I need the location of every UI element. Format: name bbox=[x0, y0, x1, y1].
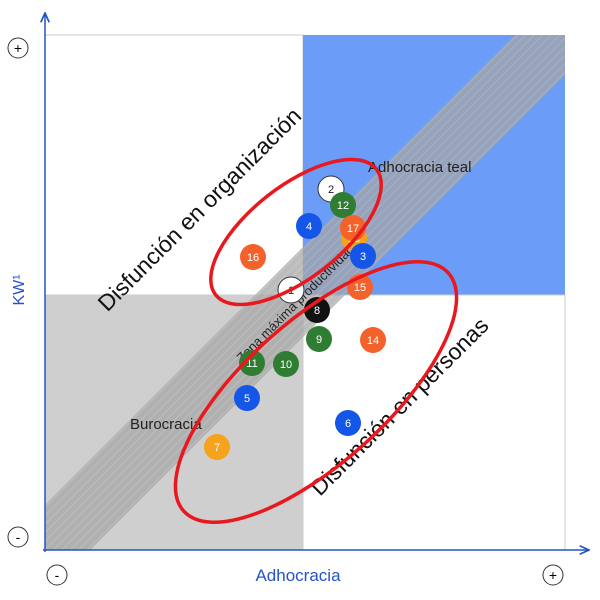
point-10-label: 10 bbox=[280, 359, 292, 371]
svg-text:-: - bbox=[16, 529, 21, 545]
svg-text:+: + bbox=[14, 40, 22, 56]
point-4-marker bbox=[296, 213, 322, 239]
points-layer: 7561110914164121312173158 bbox=[204, 175, 386, 460]
point-16-marker bbox=[240, 244, 266, 270]
point-14: 14 bbox=[360, 327, 386, 353]
x-max-sign: + bbox=[542, 564, 564, 586]
svg-text:-: - bbox=[55, 567, 60, 583]
x-axis-label: Adhocracia bbox=[255, 566, 341, 585]
label-burocracia: Burocracia bbox=[130, 416, 202, 433]
point-17-label: 17 bbox=[347, 223, 359, 235]
point-11-marker bbox=[239, 350, 265, 376]
point-15-label: 15 bbox=[354, 282, 366, 294]
point-5: 5 bbox=[234, 385, 260, 411]
point-7-marker bbox=[204, 434, 230, 460]
x-min-sign: - bbox=[46, 564, 68, 586]
point-2-label: 2 bbox=[328, 184, 334, 196]
point-11-label: 11 bbox=[246, 358, 257, 370]
point-3-marker bbox=[350, 243, 376, 269]
point-4-label: 4 bbox=[306, 221, 312, 233]
point-6-marker bbox=[335, 410, 361, 436]
svg-text:+: + bbox=[549, 567, 557, 583]
ellipse-organizacion bbox=[209, 157, 383, 307]
productivity-band bbox=[45, 35, 565, 550]
point-16-label: 16 bbox=[247, 252, 259, 264]
point-12-marker bbox=[330, 192, 356, 218]
point-6-label: 6 bbox=[345, 418, 351, 430]
point-9: 9 bbox=[306, 326, 332, 352]
ellipse-personas bbox=[173, 259, 459, 525]
point-11: 11 bbox=[239, 350, 265, 376]
point-12-label: 12 bbox=[337, 200, 349, 212]
point-12: 12 bbox=[330, 192, 356, 218]
point-9-marker bbox=[306, 326, 332, 352]
point-5-label: 5 bbox=[244, 393, 250, 405]
point-8-label: 8 bbox=[314, 305, 320, 317]
point-10-marker bbox=[273, 351, 299, 377]
point-7: 7 bbox=[204, 434, 230, 460]
y-axis-label: KW¹ bbox=[11, 274, 28, 305]
point-7-label: 7 bbox=[214, 442, 220, 454]
point-16: 16 bbox=[240, 244, 266, 270]
y-max-sign: + bbox=[7, 37, 29, 59]
point-4: 4 bbox=[296, 213, 322, 239]
label-adhocracia-teal: Adhocracia teal bbox=[368, 159, 471, 176]
point-9-label: 9 bbox=[316, 334, 322, 346]
point-5-marker bbox=[234, 385, 260, 411]
y-min-sign: - bbox=[7, 526, 29, 548]
point-3: 3 bbox=[350, 243, 376, 269]
point-3-label: 3 bbox=[360, 251, 366, 263]
point-14-label: 14 bbox=[367, 335, 379, 347]
point-10: 10 bbox=[273, 351, 299, 377]
point-6: 6 bbox=[335, 410, 361, 436]
point-14-marker bbox=[360, 327, 386, 353]
